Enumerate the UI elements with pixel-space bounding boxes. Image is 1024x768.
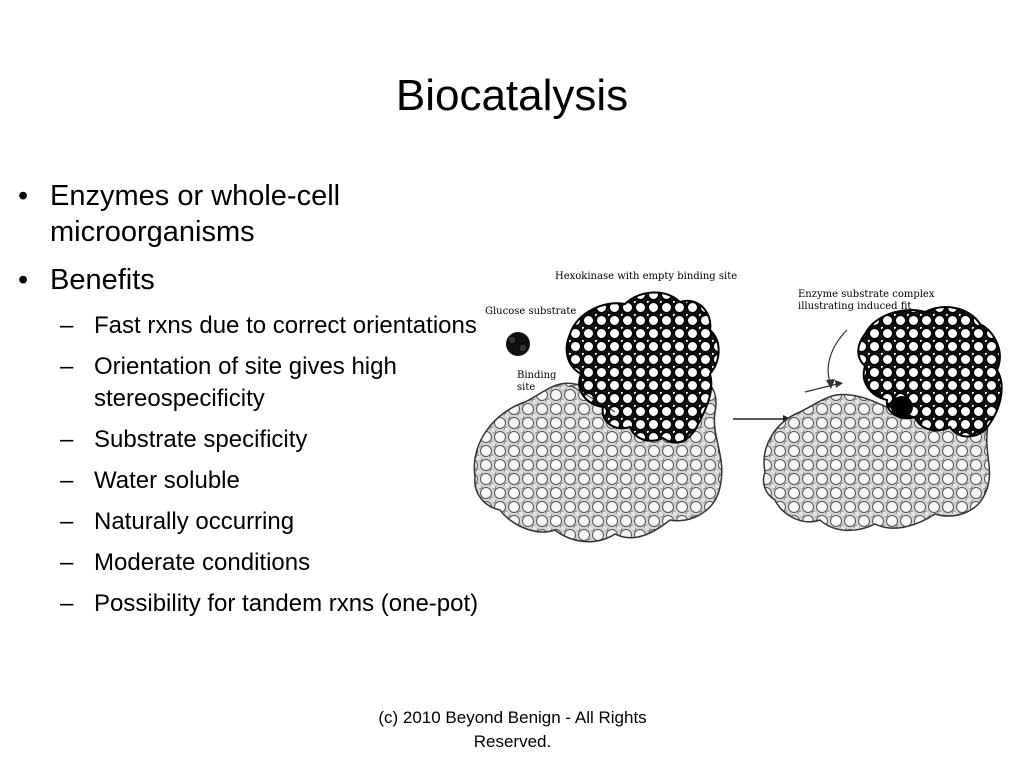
bullet-text: Enzymes or whole-cell microorganisms xyxy=(50,180,341,248)
bullet-marker: • xyxy=(18,264,29,296)
label-glucose: Glucose substrate xyxy=(485,306,576,317)
sub-bullet-text: Moderate conditions xyxy=(94,549,311,576)
sub-bullet-item: – Substrate specificity xyxy=(14,424,514,456)
slide-title: Biocatalysis xyxy=(395,71,629,120)
dash-marker: – xyxy=(60,549,74,576)
dash-marker: – xyxy=(60,312,74,339)
sub-bullet-item: – Water soluble xyxy=(14,465,514,497)
bullet-marker: • xyxy=(18,180,29,212)
sub-bullet-text: Fast rxns due to correct orientations xyxy=(94,312,477,339)
sub-bullet-item: – Orientation of site gives high stereos… xyxy=(14,351,514,415)
bullet-list: • Enzymes or whole-cell microorganisms •… xyxy=(14,178,514,629)
enzyme-figure: Hexokinase with empty binding site Gluco… xyxy=(473,271,1003,543)
sub-bullet-text: Possibility for tandem rxns (one-pot) xyxy=(94,590,479,617)
label-hexokinase: Hexokinase with empty binding site xyxy=(555,271,737,282)
dash-marker: – xyxy=(60,508,74,535)
dash-marker: – xyxy=(60,467,74,494)
sub-bullet-text: Substrate specificity xyxy=(94,426,308,453)
sub-bullet-text: Naturally occurring xyxy=(94,508,295,535)
sub-bullet-item: – Possibility for tandem rxns (one-pot) xyxy=(14,588,514,620)
bound-substrate xyxy=(891,396,913,418)
sub-bullet-item: – Moderate conditions xyxy=(14,547,514,579)
sub-bullet-item: – Naturally occurring xyxy=(14,506,514,538)
bullet-text: Benefits xyxy=(50,264,155,296)
bullet-item: • Enzymes or whole-cell microorganisms xyxy=(14,178,514,250)
sub-bullet-text: Orientation of site gives high stereospe… xyxy=(94,353,397,412)
enzyme-upper-domain xyxy=(565,291,720,444)
sub-bullet-item: – Fast rxns due to correct orientations xyxy=(14,310,514,342)
dash-marker: – xyxy=(60,590,74,617)
bullet-item: • Benefits xyxy=(14,262,514,298)
dash-marker: – xyxy=(60,353,74,380)
dash-marker: – xyxy=(60,426,74,453)
glucose-molecule xyxy=(506,332,530,356)
copyright-footer: (c) 2010 Beyond Benign - All Rights Rese… xyxy=(378,708,647,751)
sub-bullet-text: Water soluble xyxy=(94,467,240,494)
